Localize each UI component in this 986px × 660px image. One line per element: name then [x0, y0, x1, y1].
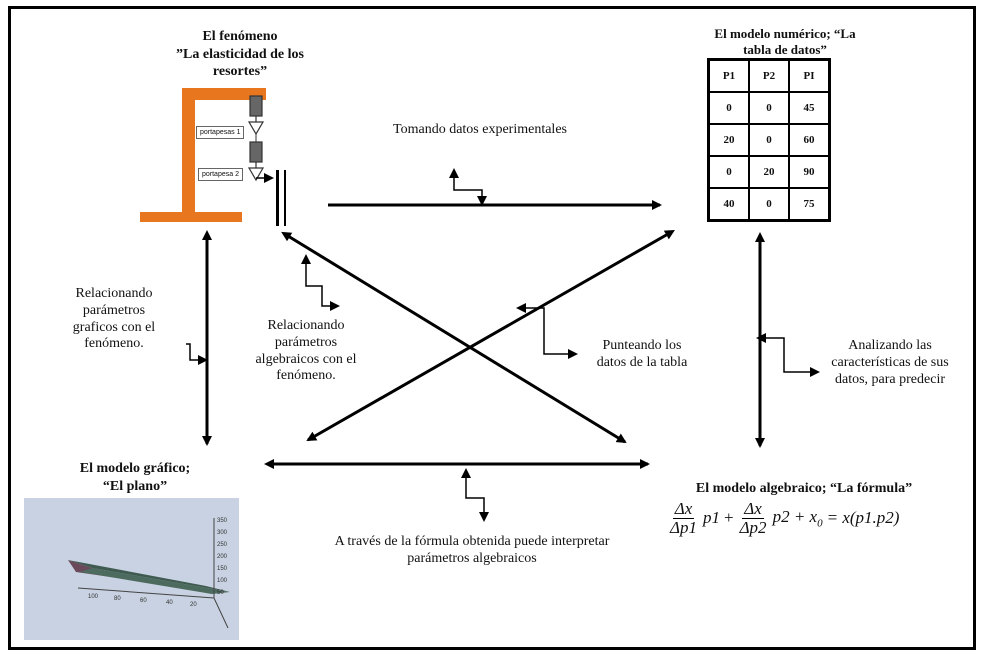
bend-arrow-left [186, 344, 206, 360]
table-cell: 0 [709, 156, 749, 188]
table-cell: 20 [749, 156, 789, 188]
spring-apparatus [140, 88, 286, 226]
weight-holder-2-label: portapesa 2 [198, 168, 243, 181]
edge-label-diagonal: Relacionando parámetros algebraicos con … [236, 318, 376, 385]
table-cell: 0 [749, 188, 789, 220]
graphic-model-title: El modelo gráfico; “El plano” [40, 460, 230, 495]
plane-plot: 350 300 250 200 150 100 50 100 80 60 40 … [24, 498, 239, 640]
table-header-row: P1 P2 PI [709, 60, 829, 92]
data-table: P1 P2 PI 0 0 45 20 0 60 0 20 90 40 0 75 [707, 58, 831, 222]
z-tick: 300 [217, 530, 228, 536]
table-cell: 45 [789, 92, 829, 124]
spring-1 [249, 96, 263, 134]
fraction-2: Δx Δp2 [738, 500, 769, 537]
table-row: 0 0 45 [709, 92, 829, 124]
plane-surface-top [68, 560, 230, 592]
bend-arrow-plot [524, 308, 576, 354]
stand-pole [182, 88, 195, 218]
table-header: P2 [749, 60, 789, 92]
edge-label-top: Tomando datos experimentales [340, 122, 620, 139]
table-row: 0 20 90 [709, 156, 829, 188]
table-cell: 0 [749, 92, 789, 124]
x-tick: 80 [114, 596, 121, 602]
x-tick: 20 [190, 602, 197, 608]
edge-label-right: Analizando las características de sus da… [808, 338, 972, 388]
z-tick: 200 [217, 554, 228, 560]
edge-label-left: Relacionando parámetros graficos con el … [44, 286, 184, 353]
bend-arrow-diagonal [306, 262, 338, 306]
table-cell: 75 [789, 188, 829, 220]
bend-arrow-top [454, 176, 482, 204]
table-cell: 60 [789, 124, 829, 156]
table-cell: 0 [709, 92, 749, 124]
table-header: PI [789, 60, 829, 92]
table-cell: 20 [709, 124, 749, 156]
fraction-1: Δx Δp1 [668, 500, 699, 537]
table-cell: 90 [789, 156, 829, 188]
numeric-model-title: El modelo numérico; “La tabla de datos” [690, 26, 880, 59]
table-row: 20 0 60 [709, 124, 829, 156]
bend-arrow-bottom [466, 476, 484, 520]
table-cell: 0 [749, 124, 789, 156]
table-cell: 40 [709, 188, 749, 220]
edge-label-bottom: A través de la fórmula obtenida puede in… [282, 534, 662, 568]
table-header: P1 [709, 60, 749, 92]
weight-holder-1-label: portapesas 1 [196, 126, 244, 139]
stand-base [140, 212, 242, 222]
edge-label-plot: Punteando los datos de la tabla [574, 338, 710, 372]
z-tick: 150 [217, 566, 228, 572]
table-row: 40 0 75 [709, 188, 829, 220]
x-tick: 40 [166, 600, 173, 606]
z-tick: 100 [217, 578, 228, 584]
z-tick: 50 [217, 590, 224, 596]
z-tick: 250 [217, 542, 228, 548]
z-tick: 350 [217, 518, 228, 524]
x-tick: 60 [140, 598, 147, 604]
ruler [276, 170, 279, 226]
algebraic-model-title: El modelo algebraico; “La fórmula” [664, 480, 944, 498]
spring-2 [249, 142, 263, 180]
algebraic-formula: Δx Δp1 p1 + Δx Δp2 p2 + x0 = x(p1.p2) [668, 500, 899, 537]
x-tick: 100 [88, 594, 99, 600]
plane-plot-svg: 350 300 250 200 150 100 50 100 80 60 40 … [24, 498, 239, 640]
